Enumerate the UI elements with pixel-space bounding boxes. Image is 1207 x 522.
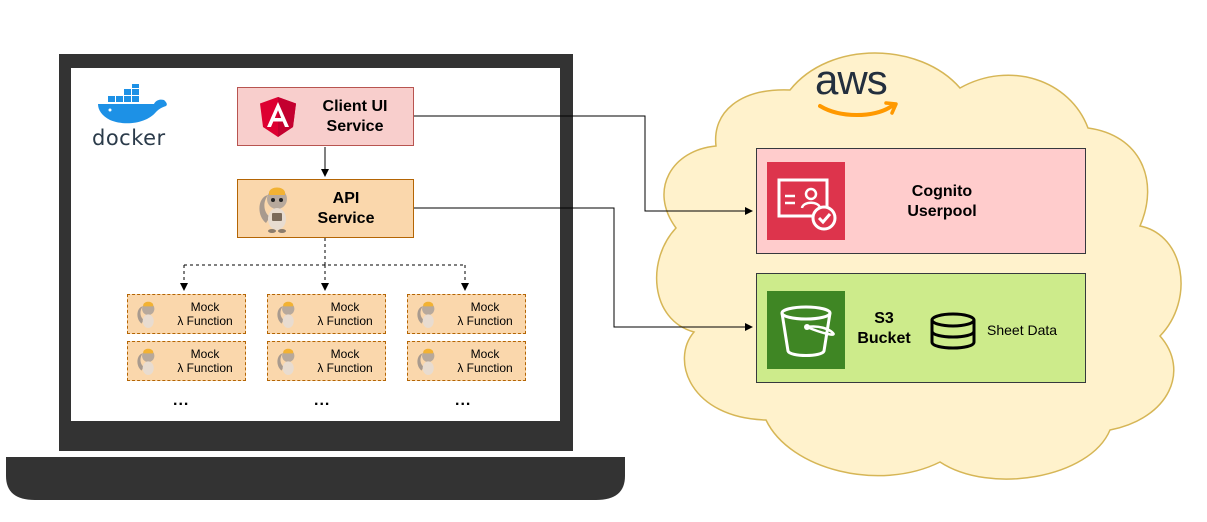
mock-subtitle: λ Function (317, 361, 373, 375)
squirrel-mascot-icon (277, 348, 295, 375)
mock-lambda-function[interactable]: Mock λ Function (267, 294, 386, 334)
client-to-cognito-arrow (414, 115, 753, 215)
cognito-subtitle: Userpool (907, 203, 977, 220)
mock-title: Mock (330, 300, 360, 314)
mock-lambda-function[interactable]: Mock λ Function (407, 341, 526, 381)
client-ui-title: Client UI (322, 98, 388, 115)
client-ui-subtitle: Service (326, 118, 384, 135)
squirrel-mascot-icon (137, 348, 155, 375)
mock-subtitle: λ Function (177, 314, 233, 328)
mock-subtitle: λ Function (317, 314, 373, 328)
api-service-box[interactable]: API Service (237, 179, 414, 238)
s3-bucket-box[interactable]: S3 Bucket Sheet Data (756, 273, 1086, 383)
mock-lambda-function[interactable]: Mock λ Function (407, 294, 526, 334)
mock-subtitle: λ Function (457, 314, 513, 328)
cognito-title: Cognito (911, 183, 973, 200)
docker-label: docker (92, 126, 166, 150)
api-to-mock-connectors (180, 238, 469, 291)
aws-logo-label: aws (815, 56, 888, 103)
s3-subtitle: Bucket (857, 330, 911, 347)
laptop-base (6, 457, 625, 500)
mock-title: Mock (190, 347, 220, 361)
docker-whale-icon (98, 84, 167, 124)
sheet-data-label: Sheet Data (987, 322, 1058, 338)
squirrel-mascot-icon (417, 301, 435, 328)
mock-lambda-function[interactable]: Mock λ Function (127, 341, 246, 381)
squirrel-mascot-icon (417, 348, 435, 375)
mock-lambda-function[interactable]: Mock λ Function (127, 294, 246, 334)
api-service-subtitle: Service (317, 210, 375, 227)
s3-bucket-icon (767, 291, 845, 369)
database-icon (930, 312, 976, 350)
aws-logo-icon (818, 101, 898, 117)
squirrel-mascot-icon (277, 301, 295, 328)
mock-title: Mock (470, 347, 500, 361)
mock-title: Mock (330, 347, 360, 361)
more-functions-ellipsis: ... (314, 392, 331, 409)
cognito-icon (767, 162, 845, 240)
aws-cloud (656, 52, 1182, 480)
s3-title: S3 (874, 310, 894, 327)
mock-title: Mock (190, 300, 220, 314)
mock-title: Mock (470, 300, 500, 314)
mock-lambda-function[interactable]: Mock λ Function (267, 341, 386, 381)
mock-subtitle: λ Function (177, 361, 233, 375)
mock-subtitle: λ Function (457, 361, 513, 375)
api-to-s3-arrow (414, 207, 753, 331)
squirrel-mascot-icon (259, 187, 287, 233)
client-ui-service-box[interactable]: Client UI Service (237, 87, 414, 146)
more-functions-ellipsis: ... (173, 392, 190, 409)
angular-icon (260, 97, 296, 137)
squirrel-mascot-icon (137, 301, 155, 328)
more-functions-ellipsis: ... (455, 392, 472, 409)
cognito-userpool-box[interactable]: Cognito Userpool (756, 148, 1086, 254)
api-service-title: API (332, 190, 360, 207)
